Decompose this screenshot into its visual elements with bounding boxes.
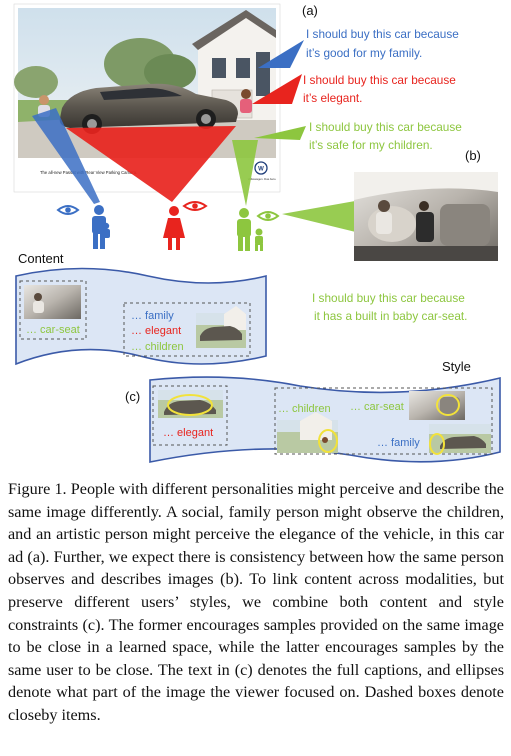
- style-title: Style: [442, 359, 471, 374]
- vw-logo-icon: [254, 161, 268, 175]
- figure-1: The all-new Passat with Rear View Parkin…: [13, 3, 501, 463]
- focus-ellipse-car-seat: [436, 394, 460, 416]
- panel-label-c: (c): [125, 389, 140, 404]
- parent-child-icon: [237, 208, 263, 251]
- focus-ellipse-children: [318, 429, 338, 453]
- green-statement-pointer: [254, 126, 306, 140]
- red-gaze-cone: [66, 126, 236, 202]
- eye-icon-red: [182, 201, 208, 211]
- content-label-elegant: … elegant: [131, 325, 181, 337]
- content-title: Content: [18, 251, 64, 266]
- svg-text:I should buy this car because: I should buy this car because: [303, 73, 456, 87]
- content-label-car-seat: … car-seat: [26, 324, 80, 336]
- svg-text:I should buy this car because: I should buy this car because: [312, 291, 465, 305]
- svg-text:it has a built in baby car-sea: it has a built in baby car-seat.: [314, 309, 467, 323]
- style-label-family: … family: [377, 437, 420, 449]
- statement-car-seat: I should buy this car because it has a b…: [312, 291, 467, 323]
- content-thumb-car: [196, 306, 246, 348]
- svg-text:it’s safe for my children.: it’s safe for my children.: [309, 138, 433, 152]
- focus-ellipse-car: [167, 394, 213, 416]
- style-label-elegant: … elegant: [163, 427, 213, 439]
- ad-tagline: The all-new Passat with Rear View Parkin…: [40, 170, 137, 175]
- woman-person-icon: [163, 206, 185, 250]
- content-label-children: … children: [131, 341, 184, 353]
- content-dashed-box-left: [19, 280, 87, 340]
- style-label-car-seat: … car-seat: [350, 401, 404, 413]
- family-person-icon: [92, 205, 110, 249]
- content-thumb-interior: [24, 285, 81, 319]
- statement-children: I should buy this car because it’s safe …: [309, 120, 462, 152]
- eye-icon-green: [256, 211, 280, 221]
- eye-icon-blue: [56, 205, 80, 215]
- content-label-family: … family: [131, 310, 174, 322]
- panel-label-a: (a): [302, 3, 318, 18]
- style-dashed-box-right: [274, 387, 493, 455]
- svg-text:W: W: [258, 167, 264, 173]
- style-thumb-family: [429, 424, 491, 453]
- svg-text:I should buy this car because: I should buy this car because: [309, 120, 462, 134]
- red-statement-pointer: [252, 74, 302, 104]
- blue-gaze-cone: [32, 108, 100, 204]
- blue-statement-pointer: [258, 40, 304, 68]
- svg-text:I should buy this car because: I should buy this car because: [306, 27, 459, 41]
- style-thumb-children: [277, 412, 338, 453]
- panel-label-b: (b): [465, 148, 481, 163]
- statement-family: I should buy this car because it’s good …: [306, 27, 459, 60]
- figure-caption: Figure 1. People with different personal…: [8, 480, 504, 724]
- ad-brand-small: Volkswagen. Das Auto.: [248, 177, 277, 181]
- style-dashed-box-left: [152, 385, 228, 446]
- content-dashed-box-right: [123, 302, 251, 357]
- style-label-children: … children: [278, 403, 331, 415]
- green-gaze-beam-b: [282, 198, 372, 236]
- statement-elegant: I should buy this car because it’s elega…: [303, 73, 456, 105]
- focus-ellipse-family: [429, 433, 445, 455]
- car-interior-image: [354, 172, 498, 261]
- svg-text:it’s elegant.: it’s elegant.: [303, 91, 362, 105]
- green-gaze-cone: [232, 140, 258, 206]
- svg-text:it’s good for my family.: it’s good for my family.: [306, 46, 422, 60]
